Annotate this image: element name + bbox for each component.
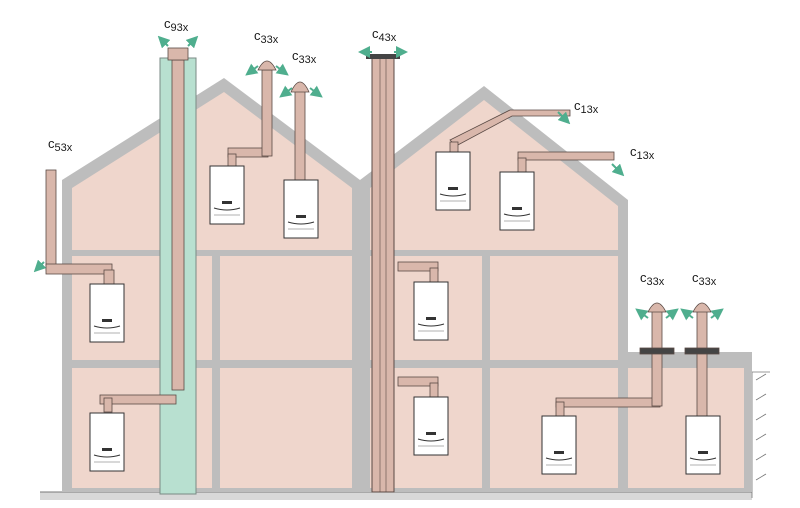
flue-arrow-icon [611, 163, 625, 177]
flue-arrow-icon [710, 308, 724, 321]
boiler-icon [89, 412, 125, 472]
label-c33-c: c33x [640, 270, 665, 288]
boiler-icon [685, 415, 721, 475]
flue-arrows [33, 35, 724, 321]
flue-arrow-icon [279, 85, 293, 98]
c43-chimney [366, 54, 400, 493]
boiler-icon [209, 165, 245, 225]
boiler-icon [435, 151, 471, 211]
c93-shaft [159, 47, 197, 495]
label-c33-d: c33x [692, 270, 717, 288]
flue-arrow-icon [665, 308, 679, 321]
right-house [360, 86, 628, 492]
boiler-icon [499, 171, 535, 231]
label-c13-a: c13x [574, 98, 599, 116]
label-c43: c43x [372, 26, 397, 44]
flue-arrow-icon [635, 308, 649, 321]
flue-arrow-icon [33, 259, 47, 273]
boiler-icon [283, 179, 319, 239]
flue-arrow-icon [557, 111, 571, 125]
flue-arrow-icon [309, 85, 323, 98]
flue-arrow-icon [245, 63, 259, 76]
terminals [257, 60, 720, 355]
flue-arrow-icon [185, 35, 199, 49]
label-c13-b: c13x [630, 144, 655, 162]
label-c93: c93x [164, 16, 189, 34]
label-c53: c53x [48, 136, 73, 154]
boiler-icon [541, 415, 577, 475]
label-c33-a: c33x [254, 28, 279, 46]
flue-arrow-icon [157, 35, 171, 49]
label-c33-b: c33x [292, 48, 317, 66]
boiler-icon [413, 281, 449, 341]
boiler-icon [413, 396, 449, 456]
boiler-icon [89, 283, 125, 343]
flue-arrow-icon [275, 63, 289, 76]
flue-arrow-icon [680, 308, 694, 321]
